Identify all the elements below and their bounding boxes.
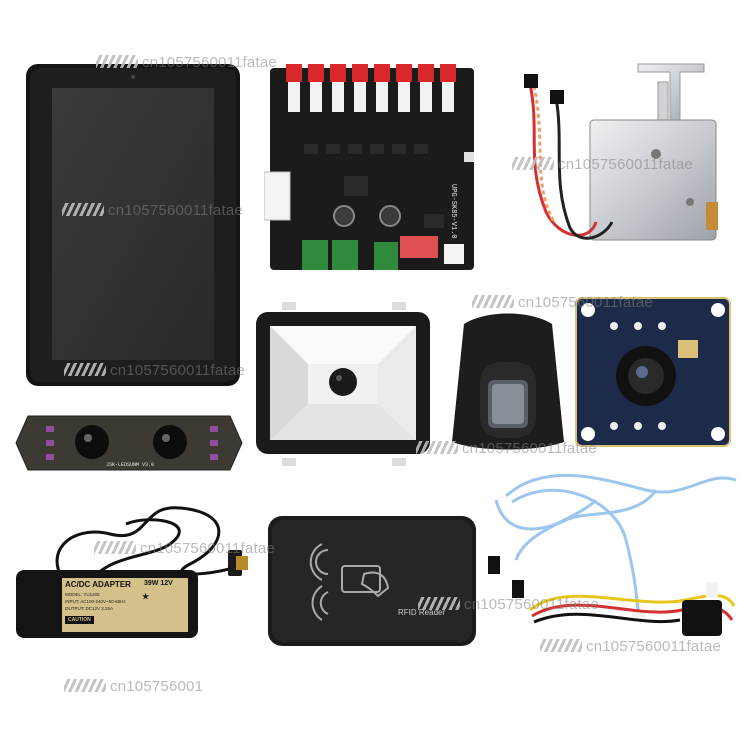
rfid-reader-device: [268, 516, 476, 646]
watermark: cn1057560011fatae: [472, 294, 653, 311]
connector-cables: [488, 473, 737, 636]
adapter-model: MODEL: YU1205: [65, 592, 100, 597]
watermark: cn1057560011fatae: [64, 362, 245, 379]
camera-module: [575, 297, 731, 447]
blue-cable: [494, 473, 737, 611]
adapter-output: OUTPUT: DC12V 3.25A: [65, 606, 114, 611]
camera-silkscreen: JSK-LEDSUNM V3.0: [106, 462, 154, 468]
screw-terminals: [302, 240, 398, 270]
watermark: cn1057560011fatae: [94, 540, 275, 557]
rfid-reader-label: RFID Reader: [398, 608, 446, 617]
power-adapter-brick: AC/DC ADAPTER 39W 12V MODEL: YU1205 INPU…: [16, 570, 198, 638]
watermark: cn105756001: [64, 678, 203, 695]
adapter-rating: 39W 12V: [144, 580, 173, 587]
watermark: cn1057560011fatae: [512, 156, 693, 173]
card-icon: [341, 565, 381, 593]
motor-driver-board: UPG-SK85-V1.0: [264, 64, 474, 270]
certification-marks: ★: [142, 592, 150, 601]
fingerprint-reader: [452, 313, 564, 450]
hand-icon: [360, 571, 390, 598]
adapter-input: INPUT: AC100-240V~50-60Hz: [65, 599, 126, 604]
touch-screen-display: [26, 64, 240, 386]
watermark: cn1057560011fatae: [416, 440, 597, 457]
qr-barcode-scanner: [256, 302, 430, 466]
watermark: cn1057560011fatae: [540, 638, 721, 655]
adapter-label-panel: AC/DC ADAPTER 39W 12V MODEL: YU1205 INPU…: [62, 578, 188, 632]
power-connector: [264, 171, 291, 221]
watermark: cn1057560011fatae: [418, 596, 599, 613]
rfid-wave-icon: [309, 543, 329, 621]
lock-wires: [528, 83, 614, 240]
dual-lens-camera: JSK-LEDSUNM V3.0: [15, 415, 243, 471]
electronic-lock: [524, 63, 718, 241]
board-silkscreen: UPG-SK85-V1.0: [449, 184, 457, 239]
watermark: cn1057560011fatae: [62, 202, 243, 219]
adapter-title: AC/DC ADAPTER: [65, 580, 131, 589]
red-connector-row: [286, 64, 456, 112]
capacitors: [333, 205, 401, 227]
dip-switch: [400, 236, 438, 258]
watermark: cn1057560011fatae: [96, 54, 277, 71]
adapter-caution: CAUTION: [65, 616, 94, 624]
